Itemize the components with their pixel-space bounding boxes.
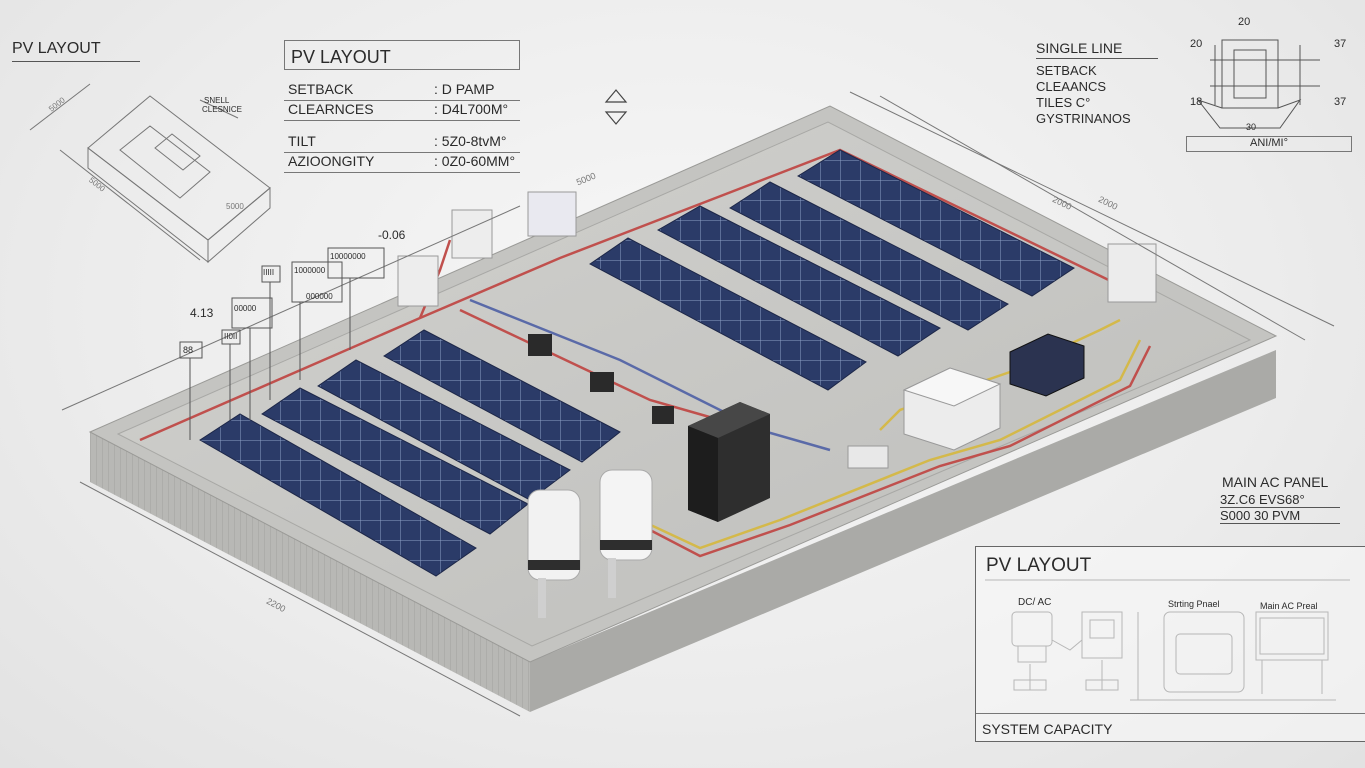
spec-row-clearances: CLEARNCES: D4L700M° <box>284 98 520 121</box>
main-ac-line: S000 30 PVM <box>1220 508 1340 524</box>
single-line-item: TILES C° <box>1036 95 1091 110</box>
callout-tag: 4.13 <box>190 306 214 320</box>
spec-table: PV LAYOUT SETBACK: D PAMP CLEARNCES: D4L… <box>284 40 522 173</box>
callout-tag: 10000000 <box>330 252 366 261</box>
detail-sketch <box>1196 39 1320 129</box>
sketch-label-1: SNELL <box>204 96 230 105</box>
inverter-unit <box>527 489 581 581</box>
solar-panel-row <box>589 237 867 391</box>
single-line-title: SINGLE LINE <box>1036 40 1158 59</box>
detail-dim: 37 <box>1334 38 1347 50</box>
callout-tag: 00000 <box>234 304 257 313</box>
detail-label: ANI/MI° <box>1186 136 1352 152</box>
system-capacity-label: SYSTEM CAPACITY <box>982 721 1113 737</box>
solar-array-lower <box>199 329 621 577</box>
down-arrow-icon <box>604 111 628 125</box>
dc-ac-label: DC/ AC <box>1018 597 1052 608</box>
callout-tags <box>179 247 385 440</box>
single-line-item: GYSTRINANOS <box>1036 111 1131 126</box>
bottom-right-panel: PV LAYOUT DC/ AC Strting Pnael Main AC P… <box>975 546 1365 742</box>
callout-tag: 1000000 <box>294 266 326 275</box>
solar-panel-row <box>796 149 1075 297</box>
bottom-panel-title: PV LAYOUT <box>986 555 1092 576</box>
spec-row-tilt: TILT: 5Z0-8tvM° <box>284 130 520 153</box>
top-left-title: PV LAYOUT <box>12 40 140 62</box>
sketch-dim-c: 5000 <box>226 202 244 211</box>
roof-elevation: -0.06 <box>378 228 406 242</box>
junction-box <box>1107 243 1157 303</box>
dimension-lines <box>61 91 1335 717</box>
detail-dim: 20 <box>1238 16 1251 28</box>
solar-panel-row <box>729 181 1009 331</box>
solar-panel-row <box>656 205 941 357</box>
meter-box <box>451 209 493 259</box>
top-left-sketch <box>29 83 271 264</box>
solar-panel-row <box>383 329 621 463</box>
callout-tag: IIIII <box>263 268 275 277</box>
solar-array-upper <box>589 149 1075 391</box>
string-panel-label: Strting Pnael <box>1168 599 1220 609</box>
callout-tag: II0II <box>224 332 238 341</box>
solar-panel-row <box>317 359 571 501</box>
callout-tag: 000000 <box>306 292 333 301</box>
spec-row-azimuth: AZIOONGITY: 0Z0-60MM° <box>284 150 520 173</box>
single-line-item: CLEAANCS <box>1036 79 1107 94</box>
building-wall-left <box>90 432 530 712</box>
up-arrow-icon <box>604 89 628 103</box>
sketch-label-2: CLESNICE <box>202 105 243 114</box>
meter-box <box>527 191 577 237</box>
detail-dim: 37 <box>1334 96 1347 108</box>
single-line-item: SETBACK <box>1036 63 1097 78</box>
inverter-unit <box>599 469 653 561</box>
detail-dim: 18 <box>1190 96 1203 108</box>
main-ac-line: 3Z.C6 EVS68° <box>1220 492 1340 508</box>
detail-dim: 20 <box>1190 38 1203 50</box>
spec-table-title: PV LAYOUT <box>284 40 520 70</box>
main-ac-panel-label: Main AC Preal <box>1260 601 1318 611</box>
detail-dim: 30 <box>1246 122 1257 132</box>
spec-row-setback: SETBACK: D PAMP <box>284 78 520 101</box>
equipment <box>397 191 1157 618</box>
meter-box <box>397 255 439 307</box>
solar-panel-row <box>199 413 477 577</box>
callout-tag: 88 <box>183 345 194 355</box>
building-wall-right <box>530 350 1276 712</box>
main-ac-title: MAIN AC PANEL <box>1222 474 1329 490</box>
